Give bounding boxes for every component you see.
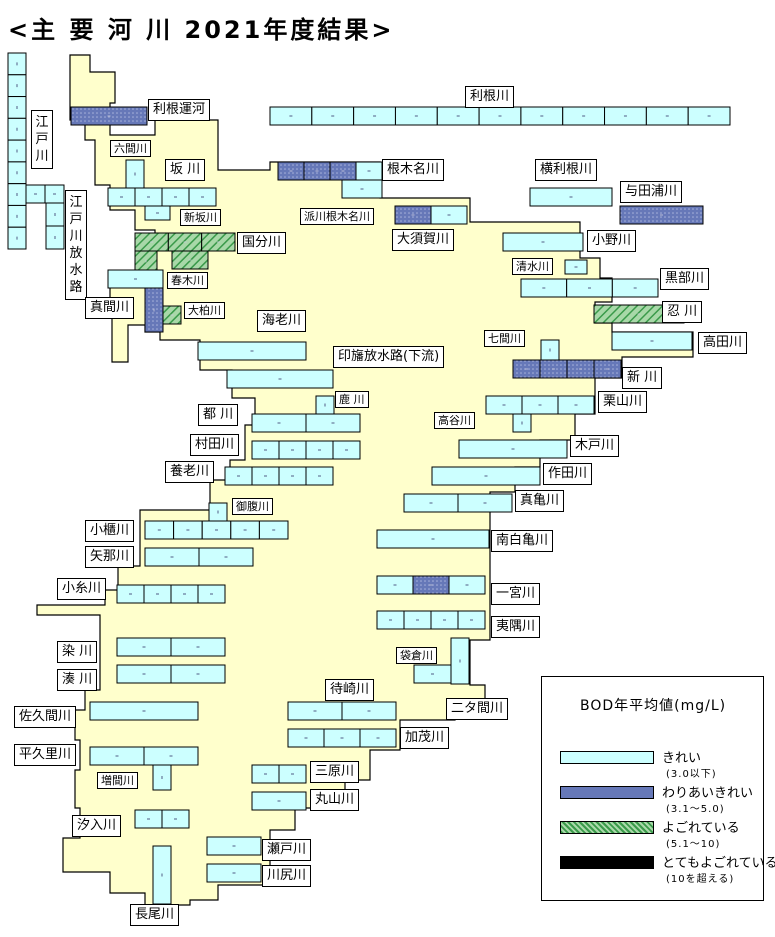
- legend-label-fair: わりあいきれい: [662, 786, 754, 801]
- river-label: 江戸川: [31, 110, 53, 169]
- river-label: 与田浦川: [620, 181, 683, 203]
- river-label: 都 川: [198, 404, 239, 426]
- river-label: 湊 川: [57, 669, 98, 691]
- river-label: 利根川: [465, 86, 515, 108]
- river-label: 新坂川: [180, 209, 221, 226]
- river-label: 川尻川: [262, 865, 312, 887]
- legend-sub-dirty: (5.1～10): [666, 839, 721, 850]
- legend-label-dirty: よごれている: [662, 821, 740, 836]
- river-label: 春木川: [167, 272, 208, 289]
- river-label: 坂 川: [165, 159, 206, 181]
- river-label: 横利根川: [535, 159, 598, 181]
- river-label: 長尾川: [130, 904, 180, 926]
- legend-swatch-fair: [560, 786, 654, 799]
- legend-label-very-dirty: とてもよごれている: [662, 856, 775, 871]
- river-label: 小櫃川: [85, 520, 135, 542]
- river-label: 一宮川: [491, 583, 541, 605]
- river-label: 瀬戸川: [262, 839, 312, 861]
- river-label: 清水川: [512, 258, 553, 275]
- river-label: 栗山川: [598, 391, 648, 413]
- legend-swatch-clean: [560, 751, 654, 764]
- river-label: 矢那川: [85, 546, 135, 568]
- river-label: 南白亀川: [491, 530, 554, 552]
- river-label: 木戸川: [570, 435, 620, 457]
- river-label: 印旛放水路(下流): [333, 346, 445, 368]
- legend-sub-clean: (3.0以下): [666, 769, 717, 780]
- page-title: <主 要 河 川 2021年度結果>: [8, 16, 395, 44]
- river-label: 忍 川: [662, 301, 703, 323]
- river-label: 鹿 川: [335, 391, 369, 408]
- river-label: 大須賀川: [392, 229, 455, 251]
- river-label: 二タ間川: [446, 698, 509, 720]
- river-label: 根木名川: [382, 159, 445, 181]
- river-label: 村田川: [190, 434, 240, 456]
- legend-sub-fair: (3.1～5.0): [666, 804, 725, 815]
- river-label: 平久里川: [14, 744, 77, 766]
- legend-sub-very-dirty: (10を超える): [666, 874, 735, 885]
- river-label: 待崎川: [325, 679, 375, 701]
- river-label: 七間川: [484, 330, 525, 347]
- river-label: 六間川: [110, 140, 151, 157]
- river-label: 高田川: [698, 332, 748, 354]
- river-label: 三原川: [310, 761, 360, 783]
- river-label: 養老川: [165, 461, 215, 483]
- river-label: 作田川: [543, 463, 593, 485]
- legend: BOD年平均値(mg/L) きれい (3.0以下) わりあいきれい (3.1～5…: [541, 676, 775, 901]
- river-label: 海老川: [257, 310, 307, 332]
- river-label: 国分川: [237, 232, 287, 254]
- legend-swatch-dirty: [560, 821, 654, 834]
- river-label: 派川根木名川: [300, 208, 374, 225]
- river-label: 小野川: [587, 230, 637, 252]
- river-label: 新 川: [622, 367, 663, 389]
- river-label: 大柏川: [184, 302, 225, 319]
- river-label: 高谷川: [434, 412, 475, 429]
- river-label: 汐入川: [72, 815, 122, 837]
- river-label: 丸山川: [310, 789, 360, 811]
- river-label: 真間川: [85, 297, 135, 319]
- river-label: 佐久間川: [14, 706, 77, 728]
- river-label: 夷隅川: [491, 616, 541, 638]
- river-label: 増間川: [97, 772, 138, 789]
- river-label: 袋倉川: [396, 647, 437, 664]
- legend-title: BOD年平均値(mg/L): [580, 698, 727, 714]
- river-label: 加茂川: [400, 727, 450, 749]
- river-label: 真亀川: [515, 490, 565, 512]
- river-label: 小糸川: [57, 578, 107, 600]
- river-label: 染 川: [57, 641, 98, 663]
- river-label: 江戸川放水路: [65, 190, 87, 300]
- river-label: 利根運河: [148, 99, 211, 121]
- legend-swatch-very-dirty: [560, 856, 654, 869]
- legend-label-clean: きれい: [662, 751, 702, 766]
- river-label: 黒部川: [660, 268, 710, 290]
- river-label: 御腹川: [232, 498, 273, 515]
